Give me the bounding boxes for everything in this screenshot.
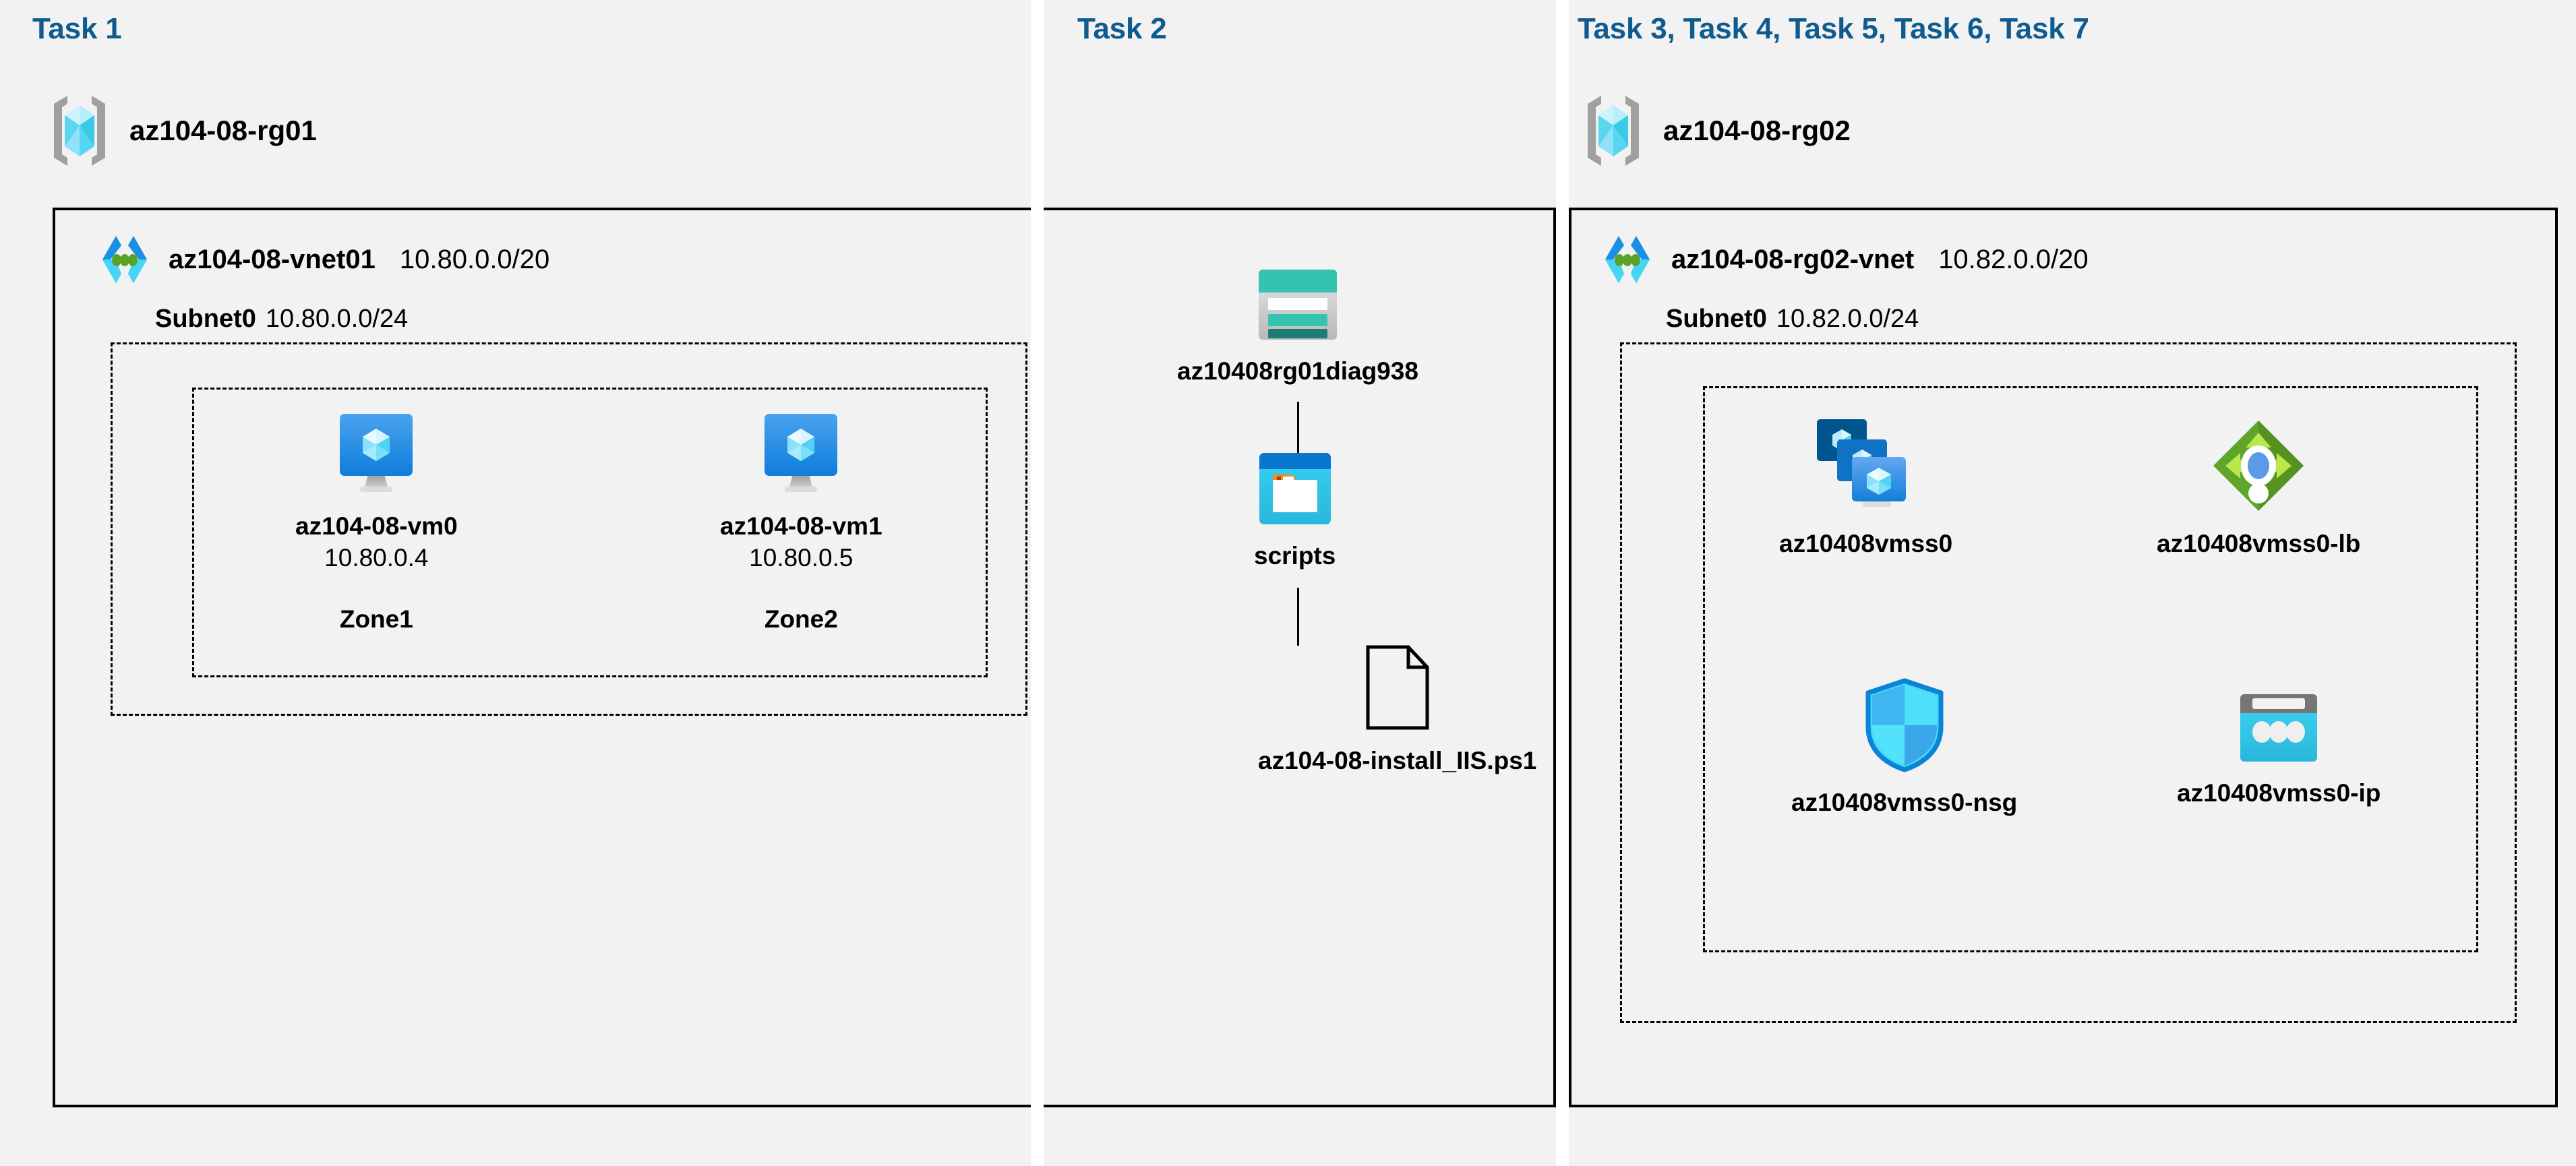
load-balancer-icon bbox=[2211, 418, 2306, 514]
task-3-header: Task 3, Task 4, Task 5, Task 6, Task 7 bbox=[1578, 12, 2089, 45]
virtual-network-icon bbox=[1598, 231, 1656, 288]
vnet01-cidr: 10.80.0.0/20 bbox=[399, 244, 550, 274]
subnet0-dashed-box: az104-08-vm0 10.80.0.4 Zone1 bbox=[111, 342, 1027, 716]
subnet02-label-group: Subnet0 10.82.0.0/24 bbox=[1666, 305, 1919, 334]
node-az10408vmss0[interactable]: az10408vmss0 bbox=[1779, 418, 1952, 559]
resource-group-rg02[interactable]: az104-08-rg02 bbox=[1581, 93, 1851, 168]
vm-group-dashed-box: az104-08-vm0 10.80.0.4 Zone1 bbox=[192, 388, 988, 677]
subnet02-name: Subnet0 bbox=[1666, 305, 1767, 333]
file-name: az104-08-install_IIS.ps1 bbox=[1258, 747, 1537, 774]
vm1-ip: 10.80.0.5 bbox=[749, 544, 853, 572]
task2-box: az10408rg01diag938 bbox=[1044, 208, 1556, 1107]
virtual-network-icon bbox=[96, 231, 154, 288]
storage-account-icon bbox=[1257, 268, 1338, 341]
node-storage-account[interactable]: az10408rg01diag938 bbox=[1177, 268, 1418, 387]
subnet01-name: Subnet0 bbox=[155, 305, 256, 333]
node-az10408vmss0-nsg[interactable]: az10408vmss0-nsg bbox=[1791, 678, 2017, 818]
network-security-group-icon bbox=[1863, 678, 1946, 772]
pip-name: az10408vmss0-ip bbox=[2177, 779, 2381, 807]
node-install-script-file[interactable]: az104-08-install_IIS.ps1 bbox=[1258, 644, 1536, 776]
nsg-name: az10408vmss0-nsg bbox=[1791, 789, 2018, 816]
vnet02-cidr: 10.82.0.0/20 bbox=[1938, 244, 2089, 274]
vnet02-name: az104-08-rg02-vnet bbox=[1671, 244, 1915, 274]
public-ip-address-icon bbox=[2239, 693, 2318, 763]
virtual-machine-icon bbox=[337, 412, 415, 496]
panel-divider-1 bbox=[1031, 0, 1044, 1166]
resource-group-rg01-label: az104-08-rg01 bbox=[129, 115, 317, 146]
resource-group-icon bbox=[1581, 93, 1646, 168]
vmss-name: az10408vmss0 bbox=[1779, 530, 1953, 557]
subnet0-rg02-dashed-box: az10408vmss0 bbox=[1620, 342, 2517, 1023]
file-icon bbox=[1364, 644, 1431, 731]
vm0-ip: 10.80.0.4 bbox=[324, 544, 429, 572]
resource-group-icon bbox=[47, 93, 112, 168]
blob-container-icon bbox=[1258, 452, 1332, 526]
resource-group-rg02-label: az104-08-rg02 bbox=[1663, 115, 1851, 146]
node-blob-container[interactable]: scripts bbox=[1254, 452, 1336, 572]
virtual-machine-icon bbox=[762, 412, 840, 496]
subnet01-cidr: 10.80.0.0/24 bbox=[265, 305, 409, 333]
resource-group-rg01[interactable]: az104-08-rg01 bbox=[47, 93, 317, 168]
vm1-zone: Zone2 bbox=[764, 605, 838, 634]
task-1-header: Task 1 bbox=[32, 12, 122, 45]
panel-divider-2 bbox=[1556, 0, 1569, 1166]
storage-account-name: az10408rg01diag938 bbox=[1177, 357, 1418, 385]
node-az104-08-vm1[interactable]: az104-08-vm1 10.80.0.5 Zone2 bbox=[720, 412, 882, 634]
rg02-resources-dashed-box: az10408vmss0 bbox=[1703, 386, 2478, 952]
subnet02-cidr: 10.82.0.0/24 bbox=[1776, 305, 1919, 333]
vm0-name: az104-08-vm0 bbox=[295, 512, 458, 540]
connector-storage-to-scripts bbox=[1297, 402, 1299, 453]
vm-scale-set-icon bbox=[1816, 418, 1917, 514]
vnet-az104-08-rg02-vnet-box: az104-08-rg02-vnet 10.82.0.0/20 Subnet0 1… bbox=[1569, 208, 2558, 1107]
vnet02-header-row[interactable]: az104-08-rg02-vnet 10.82.0.0/20 bbox=[1598, 231, 2089, 288]
vnet01-name: az104-08-vnet01 bbox=[169, 244, 376, 274]
vm1-name: az104-08-vm1 bbox=[720, 512, 882, 540]
lb-name: az10408vmss0-lb bbox=[2157, 530, 2361, 557]
subnet01-label-group: Subnet0 10.80.0.0/24 bbox=[155, 305, 408, 334]
vm0-zone: Zone1 bbox=[339, 605, 413, 634]
connector-scripts-to-file bbox=[1297, 588, 1299, 646]
blob-container-name: scripts bbox=[1254, 542, 1336, 570]
vnet01-header-row[interactable]: az104-08-vnet01 10.80.0.0/20 bbox=[96, 231, 549, 288]
node-az10408vmss0-ip[interactable]: az10408vmss0-ip bbox=[2177, 693, 2380, 809]
node-az104-08-vm0[interactable]: az104-08-vm0 10.80.0.4 Zone1 bbox=[295, 412, 458, 634]
task-2-header: Task 2 bbox=[1077, 12, 1167, 45]
node-az10408vmss0-lb[interactable]: az10408vmss0-lb bbox=[2157, 418, 2360, 559]
